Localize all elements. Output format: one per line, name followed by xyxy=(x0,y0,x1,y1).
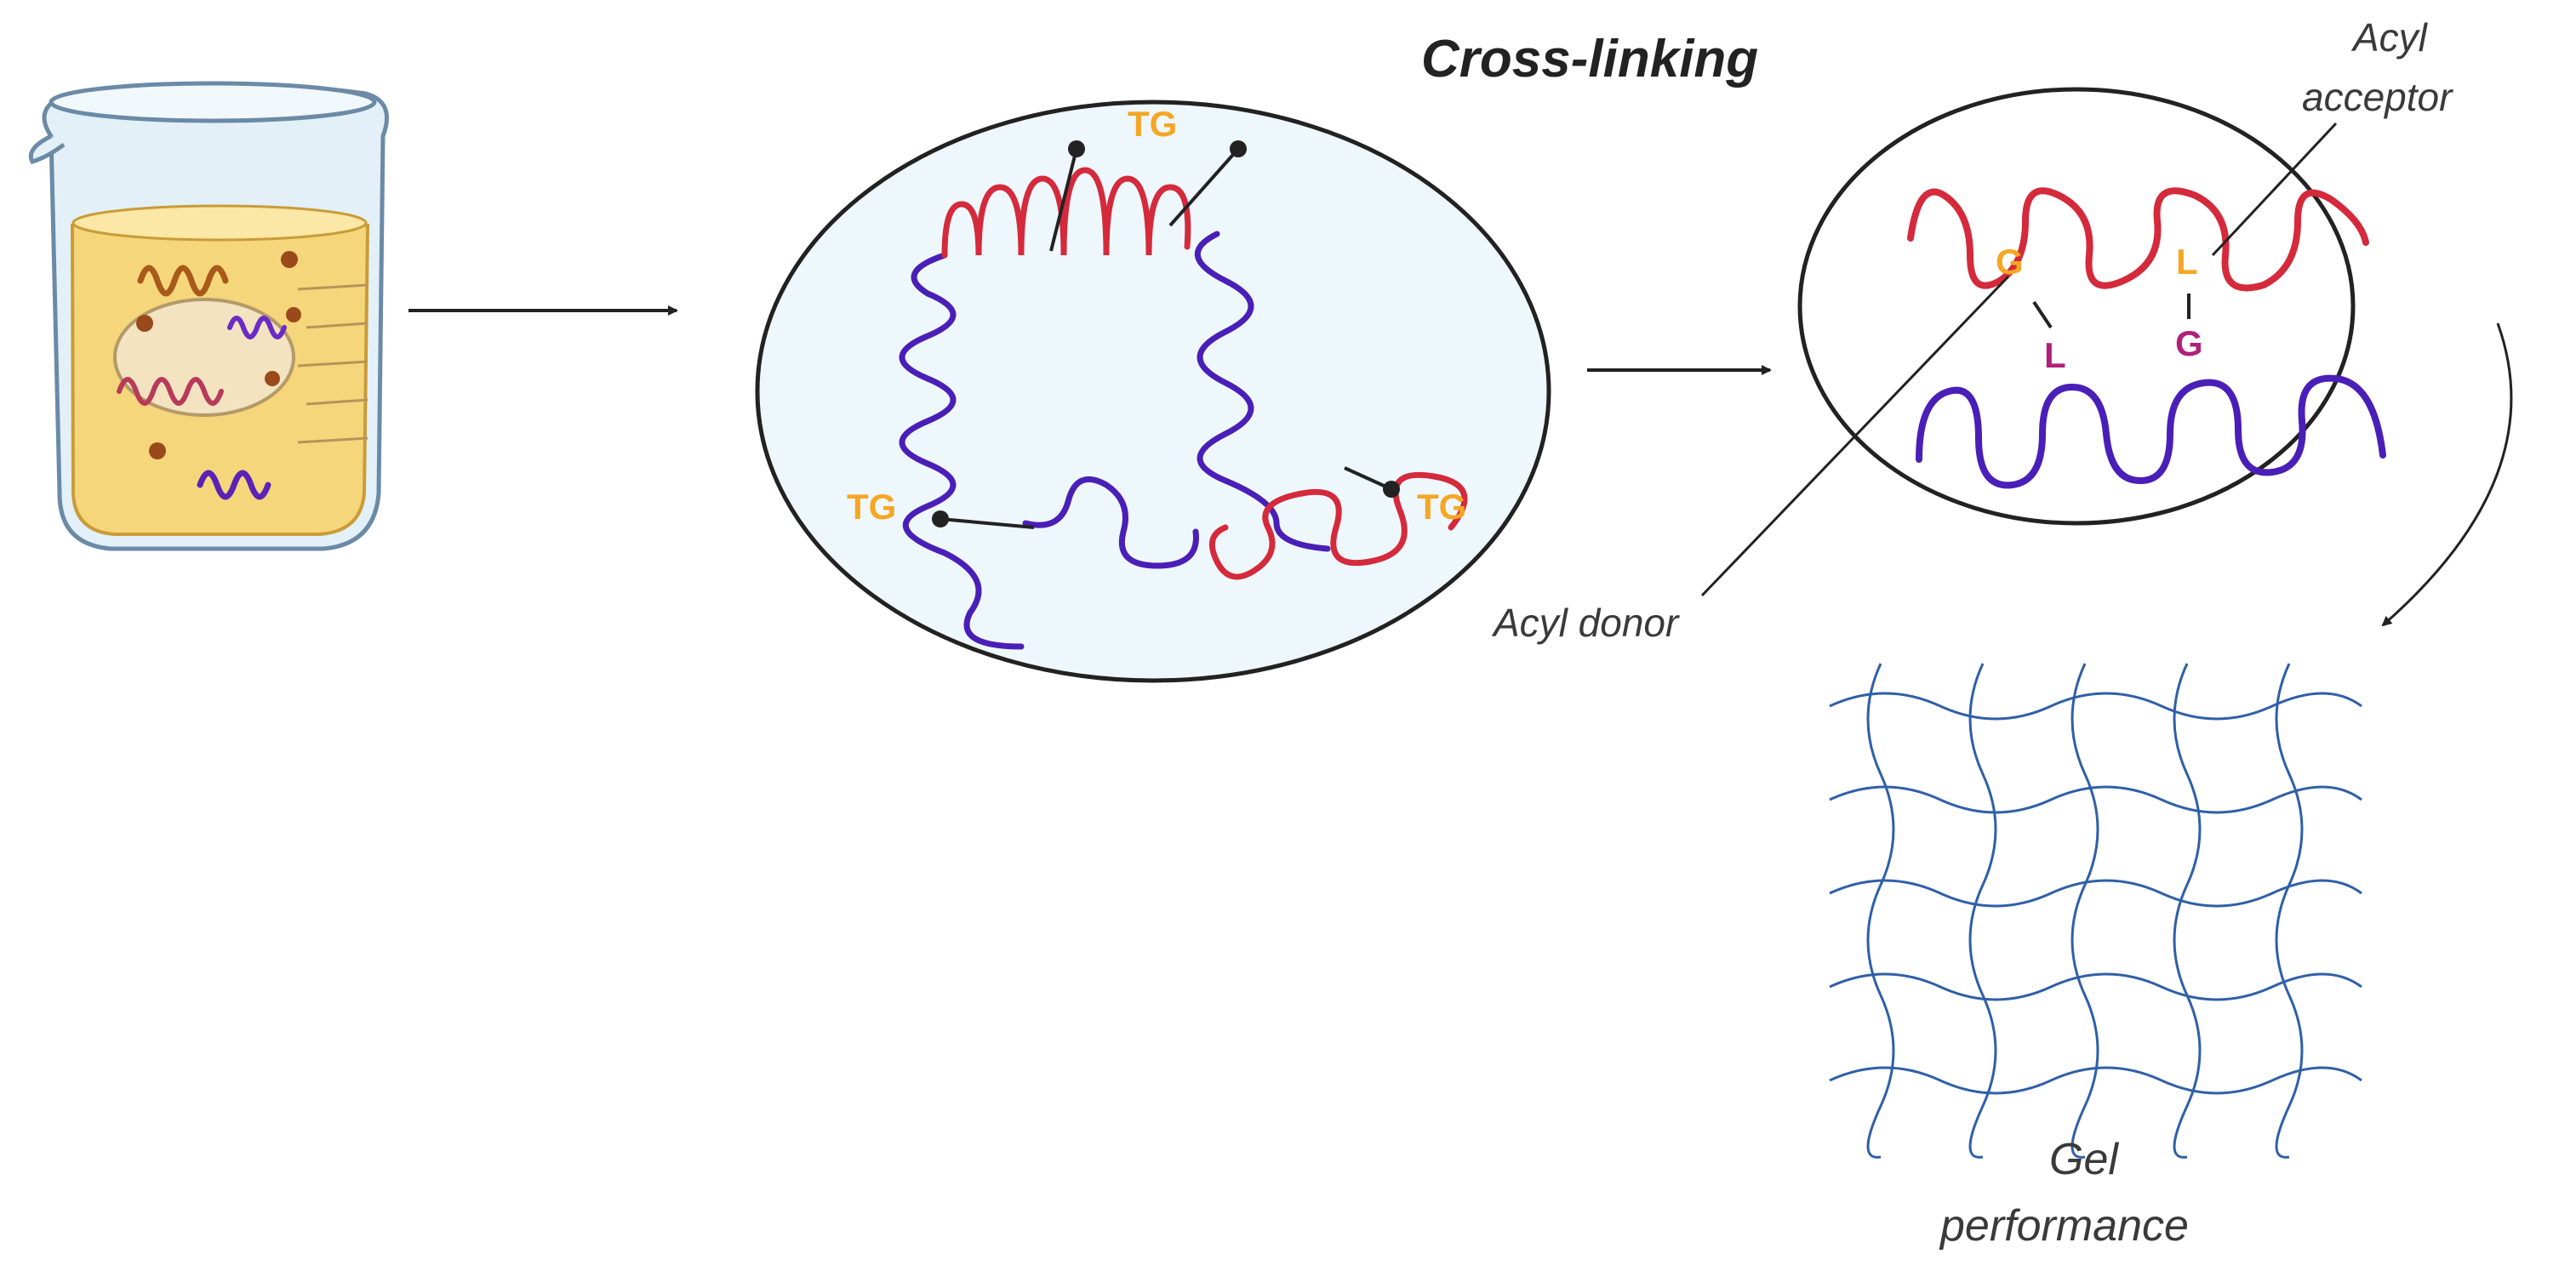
tg-pointer-left xyxy=(932,510,1035,529)
tg-pointer-right xyxy=(1344,466,1400,498)
gel-label-line2: performance xyxy=(1939,1201,2189,1251)
beaker-particles xyxy=(136,251,301,459)
beaker-inner-droplet xyxy=(113,298,295,417)
crosslink-oval: G L L G xyxy=(1797,87,2386,526)
beaker-graduations xyxy=(297,283,368,444)
beaker-rim xyxy=(49,81,377,123)
liquid-surface xyxy=(71,204,368,242)
crosslink-chain-purple xyxy=(1916,374,2386,489)
acyl-donor-label: Acyl donor xyxy=(1491,601,1680,645)
enzyme-oval: TG TG TG xyxy=(755,100,1551,683)
crosslink-chain-red xyxy=(1907,187,2369,292)
protein-chain-purple-right xyxy=(1194,231,1331,552)
crosslink-bond-left xyxy=(2032,300,2053,329)
protein-chain-red-top xyxy=(941,167,1191,259)
enzyme-oval-border xyxy=(755,100,1551,683)
acyl-acceptor-leader xyxy=(2211,122,2338,257)
gel-label-line1: Gel xyxy=(2049,1135,2119,1184)
tg-label-right: TG xyxy=(1417,487,1466,527)
tg-pointer-top-right xyxy=(1168,140,1247,227)
tg-label-top: TG xyxy=(1128,104,1177,144)
protein-coil-purple-small xyxy=(227,316,287,339)
beaker-spout xyxy=(28,134,66,164)
arrow-crosslink-to-gel xyxy=(2381,322,2513,627)
residue-l-top: L xyxy=(2176,242,2198,282)
diagram-title: Cross-linking xyxy=(1421,30,1758,88)
protein-chain-purple-bottom xyxy=(1022,476,1199,569)
protein-coil-red-pink xyxy=(117,377,224,406)
gel-network xyxy=(1829,663,2362,1159)
protein-chain-red-bottom-right xyxy=(1208,471,1468,580)
acyl-acceptor-label-line2: acceptor xyxy=(2302,75,2453,119)
residue-g-top: G xyxy=(1996,242,2024,282)
protein-chain-purple-left xyxy=(899,252,1025,650)
residue-l-bottom: L xyxy=(2044,335,2066,375)
crosslink-oval-border xyxy=(1797,87,2356,526)
acyl-acceptor-label-line1: Acyl xyxy=(2350,15,2429,60)
tg-pointer-top-left xyxy=(1049,140,1085,252)
protein-coil-brown xyxy=(137,265,229,297)
protein-coil-purple-bottom xyxy=(197,470,271,500)
tg-label-left: TG xyxy=(847,487,896,527)
acyl-donor-leader xyxy=(1700,275,2010,597)
beaker xyxy=(28,81,389,551)
residue-g-bottom: G xyxy=(2175,323,2203,363)
